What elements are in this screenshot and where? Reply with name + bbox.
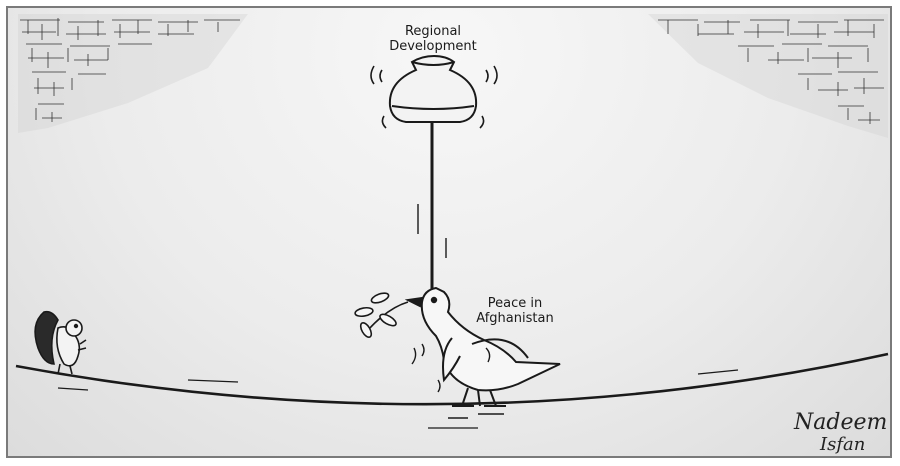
- hatching-top-right: [648, 14, 888, 138]
- pot-label-line2: Development: [389, 39, 477, 54]
- pot: [388, 54, 478, 123]
- artist-signature: Nadeem Isfan: [794, 412, 887, 456]
- dove-motion-lines: [411, 343, 504, 419]
- squirrel: [34, 310, 87, 375]
- dove-label-line1: Peace in: [487, 296, 543, 311]
- olive-branch: [354, 292, 409, 339]
- cartoon-frame: Regional Development Peace in Afghanista…: [6, 6, 892, 458]
- dove-label-line2: Afghanistan: [476, 311, 554, 326]
- rope-motion-lines: [57, 369, 739, 429]
- signature-line2: Isfan: [820, 434, 866, 455]
- cartoon-illustration: [15, 14, 889, 429]
- dove-label: Peace in Afghanistan: [460, 296, 570, 326]
- tightrope: [15, 352, 889, 406]
- hatching-top-left: [18, 14, 248, 133]
- dove: [404, 286, 561, 407]
- string-motion-lines: [417, 204, 447, 258]
- pot-label: Regional Development: [373, 24, 493, 54]
- signature-line1: Nadeem: [794, 410, 888, 435]
- pot-label-line1: Regional: [404, 24, 462, 39]
- pot-motion-lines: [370, 65, 498, 129]
